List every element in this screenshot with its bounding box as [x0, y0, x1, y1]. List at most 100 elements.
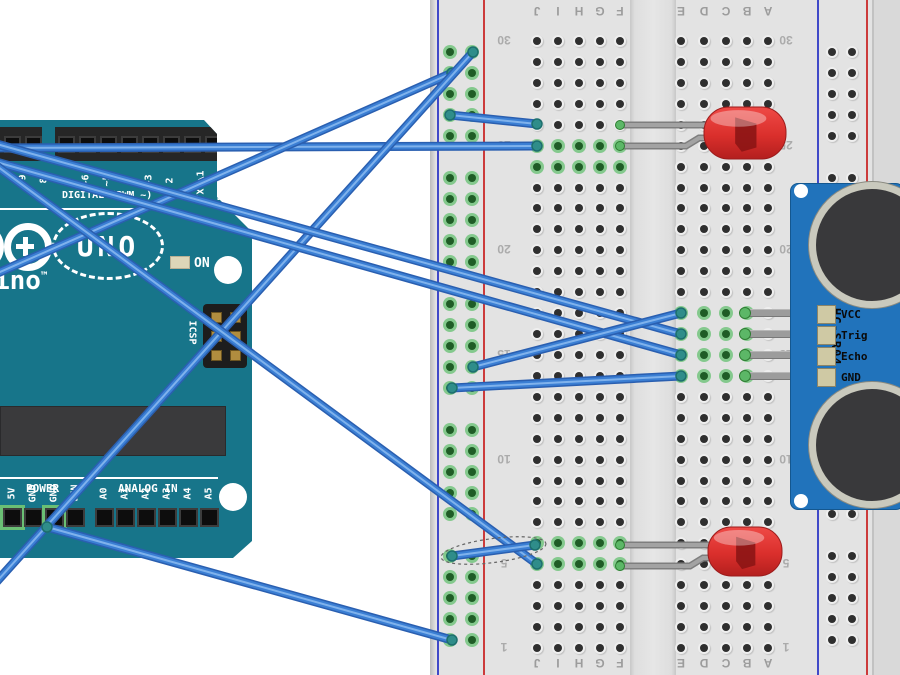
- breadboard-hole[interactable]: [468, 69, 476, 77]
- breadboard-hole[interactable]: [743, 476, 751, 485]
- breadboard-hole[interactable]: [596, 99, 604, 108]
- breadboard-hole[interactable]: [722, 623, 730, 632]
- breadboard-hole[interactable]: [468, 237, 476, 245]
- breadboard-hole[interactable]: [677, 518, 685, 527]
- sensor-pin-connection[interactable]: [739, 328, 751, 340]
- power-pin-vin[interactable]: [66, 508, 85, 527]
- breadboard-hole[interactable]: [446, 426, 454, 434]
- breadboard-hole[interactable]: [533, 225, 541, 234]
- breadboard-hole[interactable]: [468, 111, 476, 119]
- header-socket[interactable]: [163, 136, 180, 153]
- sensor-pad-trig[interactable]: [817, 326, 836, 345]
- breadboard-hole[interactable]: [554, 120, 562, 129]
- breadboard-hole[interactable]: [764, 476, 772, 485]
- breadboard-hole[interactable]: [764, 204, 772, 213]
- breadboard-hole[interactable]: [596, 455, 604, 464]
- breadboard-hole[interactable]: [616, 623, 624, 632]
- breadboard-hole[interactable]: [743, 78, 751, 87]
- breadboard-hole[interactable]: [554, 183, 562, 192]
- breadboard-hole[interactable]: [575, 141, 583, 150]
- breadboard-hole[interactable]: [616, 141, 624, 150]
- breadboard-hole[interactable]: [596, 623, 604, 632]
- header-socket[interactable]: [142, 136, 159, 153]
- breadboard-hole[interactable]: [575, 392, 583, 401]
- breadboard-hole[interactable]: [468, 342, 476, 350]
- breadboard-hole[interactable]: [677, 57, 685, 66]
- breadboard-hole[interactable]: [700, 99, 708, 108]
- breadboard-hole[interactable]: [677, 37, 685, 46]
- icsp-pin[interactable]: [230, 312, 241, 323]
- breadboard-hole[interactable]: [596, 162, 604, 171]
- breadboard-hole[interactable]: [596, 350, 604, 359]
- breadboard-hole[interactable]: [446, 69, 454, 77]
- breadboard-hole[interactable]: [764, 141, 772, 150]
- breadboard-hole[interactable]: [848, 69, 856, 77]
- breadboard-hole[interactable]: [722, 141, 730, 150]
- breadboard-hole[interactable]: [575, 288, 583, 297]
- breadboard-hole[interactable]: [743, 99, 751, 108]
- breadboard-hole[interactable]: [764, 57, 772, 66]
- breadboard-hole[interactable]: [446, 342, 454, 350]
- breadboard-hole[interactable]: [533, 644, 541, 652]
- breadboard-hole[interactable]: [468, 90, 476, 98]
- header-socket[interactable]: [205, 136, 222, 153]
- breadboard-hole[interactable]: [446, 195, 454, 203]
- breadboard-hole[interactable]: [533, 581, 541, 590]
- breadboard-hole[interactable]: [533, 37, 541, 46]
- breadboard-hole[interactable]: [722, 162, 730, 171]
- breadboard-hole[interactable]: [575, 246, 583, 255]
- breadboard-hole[interactable]: [596, 309, 604, 318]
- breadboard-hole[interactable]: [533, 602, 541, 611]
- breadboard-hole[interactable]: [596, 57, 604, 66]
- breadboard-hole[interactable]: [700, 183, 708, 192]
- breadboard-hole[interactable]: [533, 330, 541, 339]
- breadboard-hole[interactable]: [533, 288, 541, 297]
- breadboard-hole[interactable]: [468, 573, 476, 581]
- breadboard-hole[interactable]: [533, 350, 541, 359]
- breadboard-hole[interactable]: [596, 246, 604, 255]
- breadboard-hole[interactable]: [446, 594, 454, 602]
- breadboard-hole[interactable]: [700, 455, 708, 464]
- breadboard-hole[interactable]: [468, 174, 476, 182]
- breadboard-hole[interactable]: [764, 246, 772, 255]
- breadboard-hole[interactable]: [575, 204, 583, 213]
- breadboard-hole[interactable]: [743, 455, 751, 464]
- breadboard-hole[interactable]: [533, 120, 541, 129]
- breadboard-hole[interactable]: [722, 644, 730, 652]
- breadboard-hole[interactable]: [554, 644, 562, 652]
- header-socket[interactable]: [184, 136, 201, 153]
- breadboard-hole[interactable]: [743, 120, 751, 129]
- breadboard-hole[interactable]: [764, 37, 772, 46]
- breadboard-hole[interactable]: [700, 602, 708, 611]
- breadboard-hole[interactable]: [743, 162, 751, 171]
- breadboard-hole[interactable]: [764, 288, 772, 297]
- power-pin-5v[interactable]: [3, 508, 22, 527]
- breadboard-hole[interactable]: [700, 350, 708, 359]
- breadboard-hole[interactable]: [575, 120, 583, 129]
- breadboard-hole[interactable]: [828, 594, 836, 602]
- breadboard-hole[interactable]: [764, 120, 772, 129]
- breadboard-hole[interactable]: [677, 497, 685, 506]
- breadboard-hole[interactable]: [722, 539, 730, 548]
- breadboard-hole[interactable]: [446, 447, 454, 455]
- breadboard-hole[interactable]: [575, 99, 583, 108]
- breadboard-hole[interactable]: [554, 57, 562, 66]
- breadboard-hole[interactable]: [700, 434, 708, 443]
- breadboard-hole[interactable]: [722, 560, 730, 569]
- breadboard-hole[interactable]: [468, 48, 476, 56]
- breadboard-hole[interactable]: [446, 132, 454, 140]
- breadboard-hole[interactable]: [596, 644, 604, 652]
- breadboard-hole[interactable]: [575, 434, 583, 443]
- breadboard-hole[interactable]: [722, 37, 730, 46]
- breadboard-hole[interactable]: [616, 162, 624, 171]
- breadboard-hole[interactable]: [616, 267, 624, 276]
- breadboard-hole[interactable]: [848, 615, 856, 623]
- breadboard-hole[interactable]: [575, 37, 583, 46]
- breadboard-hole[interactable]: [616, 78, 624, 87]
- breadboard-hole[interactable]: [677, 99, 685, 108]
- breadboard-hole[interactable]: [722, 602, 730, 611]
- breadboard-hole[interactable]: [616, 246, 624, 255]
- breadboard-hole[interactable]: [575, 309, 583, 318]
- breadboard-hole[interactable]: [533, 57, 541, 66]
- breadboard-hole[interactable]: [700, 539, 708, 548]
